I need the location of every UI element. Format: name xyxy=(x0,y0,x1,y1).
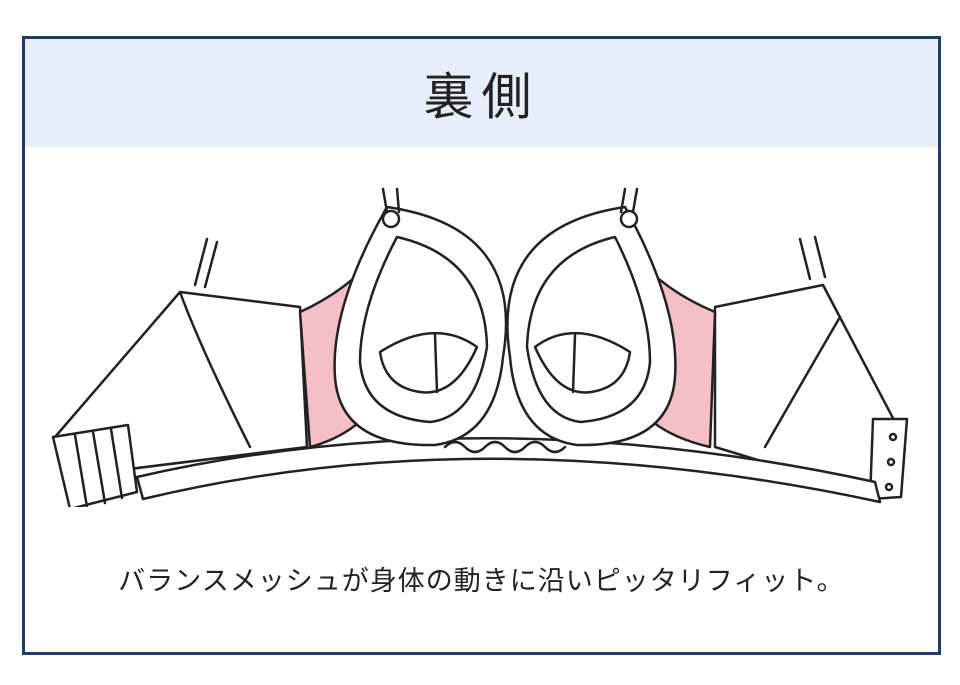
center-lace xyxy=(443,440,567,454)
right-strap xyxy=(619,187,639,214)
caption-text: バランスメッシュが身体の動きに沿いピッタリフィット。 xyxy=(118,566,845,597)
right-hook-tape xyxy=(868,417,909,501)
left-strap xyxy=(381,187,401,214)
bottom-band xyxy=(135,437,882,504)
bra-illustration xyxy=(51,187,909,507)
title-bar: 裏側 xyxy=(25,39,938,147)
left-hook-tape xyxy=(51,423,139,507)
page-title: 裏側 xyxy=(423,68,540,126)
card-frame: 裏側 xyxy=(22,36,941,655)
